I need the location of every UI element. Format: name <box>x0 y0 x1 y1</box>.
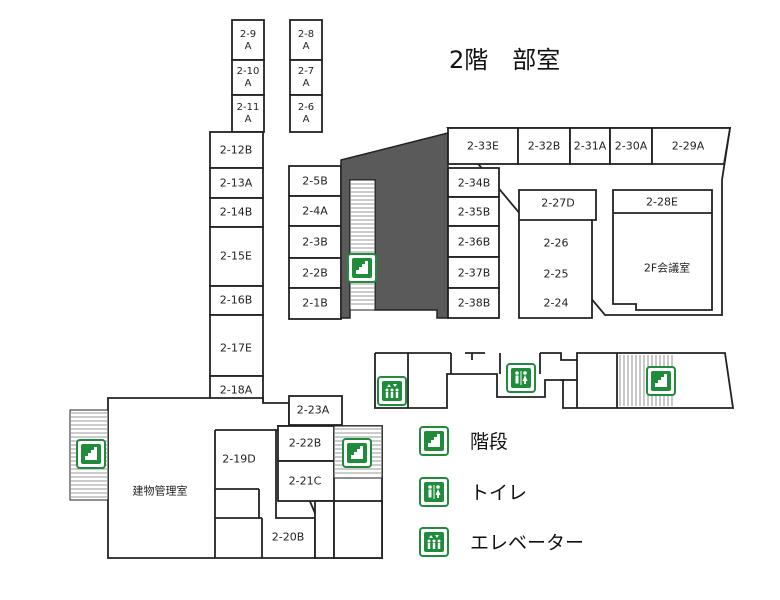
label-2-13a: 2-13A <box>220 177 253 190</box>
label-2-27d: 2-27D <box>541 197 574 210</box>
room-2-36b[interactable] <box>447 225 500 258</box>
room-2-6a[interactable] <box>289 94 323 133</box>
stairs-icon <box>419 426 449 456</box>
label-2f-conference: 2F会議室 <box>644 261 690 275</box>
label-2-20b: 2-20B <box>272 531 305 544</box>
legend-label-toilet: トイレ <box>470 482 527 504</box>
label-2-26: 2-26 <box>544 237 569 250</box>
label-2-33e: 2-33E <box>467 140 499 153</box>
label-2-12b: 2-12B <box>220 144 253 157</box>
room-2-29a[interactable] <box>651 127 732 165</box>
legend-item-stairs: 階段 <box>419 426 508 456</box>
top-right-tower <box>289 19 323 133</box>
room-2-17e[interactable] <box>209 314 264 377</box>
room-2-23a[interactable] <box>288 395 343 426</box>
label-2-28e: 2-28E <box>646 196 678 209</box>
legend: 階段 トイレ エレベーター <box>419 426 584 557</box>
room-2-12b[interactable] <box>209 131 264 169</box>
label-2-1b: 2-1B <box>302 297 328 310</box>
stairs-icon <box>76 439 106 469</box>
toilet-icon <box>506 363 536 393</box>
label-2-16b: 2-16B <box>220 294 253 307</box>
label-2-4a: 2-4A <box>302 205 328 218</box>
room-2-30a[interactable] <box>609 127 653 165</box>
label-2-31a: 2-31A <box>574 140 607 153</box>
stairs-icon <box>347 253 377 283</box>
room-2-13a[interactable] <box>209 167 264 199</box>
legend-item-elevator: エレベーター <box>419 527 584 557</box>
label-2-17e: 2-17E <box>220 342 252 355</box>
room-2-14b[interactable] <box>209 197 264 228</box>
room-2f-conference[interactable] <box>612 189 713 311</box>
label-2-15e: 2-15E <box>220 250 252 263</box>
room-2-15e[interactable] <box>209 226 264 287</box>
label-2-25: 2-25 <box>544 268 569 281</box>
room-2-21c[interactable] <box>277 460 335 502</box>
label-2-36b: 2-36B <box>458 236 491 249</box>
room-2-22b[interactable] <box>277 425 335 462</box>
toilet-icon <box>419 477 449 507</box>
room-2-16b[interactable] <box>209 285 264 316</box>
label-2-19d: 2-19D <box>222 453 255 466</box>
room-2-35b[interactable] <box>447 196 500 227</box>
room-2-20b-annex[interactable] <box>314 500 335 559</box>
lower-corridor-walls <box>374 352 735 409</box>
room-2-38b[interactable] <box>447 287 500 319</box>
legend-label-elevator: エレベーター <box>470 532 584 554</box>
label-2-5b: 2-5B <box>302 175 328 188</box>
label-2-29a: 2-29A <box>672 140 705 153</box>
label-2-22b: 2-22B <box>289 437 322 450</box>
room-2-32b[interactable] <box>517 127 571 165</box>
room-lower-storage[interactable] <box>333 500 383 559</box>
room-2-1b[interactable] <box>288 287 342 320</box>
label-2-23a: 2-23A <box>297 404 330 417</box>
legend-label-stairs: 階段 <box>470 431 508 453</box>
elevator-icon <box>419 527 449 557</box>
room-2-37b[interactable] <box>447 256 500 289</box>
label-bldg-mgmt: 建物管理室 <box>133 484 188 498</box>
top-left-tower <box>231 19 265 133</box>
label-2-32b: 2-32B <box>528 140 561 153</box>
label-2-38b: 2-38B <box>458 297 491 310</box>
label-2-34b: 2-34B <box>458 177 491 190</box>
label-2-3b: 2-3B <box>302 236 328 249</box>
stairs-icon <box>342 438 372 468</box>
label-2-35b: 2-35B <box>458 206 491 219</box>
elevator-icon <box>377 376 407 406</box>
room-2-8a[interactable] <box>289 19 323 61</box>
label-2-37b: 2-37B <box>458 267 491 280</box>
legend-item-toilet: トイレ <box>419 477 527 507</box>
label-2-30a: 2-30A <box>615 140 648 153</box>
label-2-18a: 2-18A <box>220 384 253 397</box>
label-2-21c: 2-21C <box>289 475 322 488</box>
room-2-33e[interactable] <box>447 127 519 165</box>
map-title: 2階 部室 <box>449 46 560 74</box>
label-2-14b: 2-14B <box>220 206 253 219</box>
stairs-icon <box>646 366 676 396</box>
label-2-2b: 2-2B <box>302 267 328 280</box>
label-2-24: 2-24 <box>544 297 569 310</box>
central-staircase <box>349 179 376 311</box>
